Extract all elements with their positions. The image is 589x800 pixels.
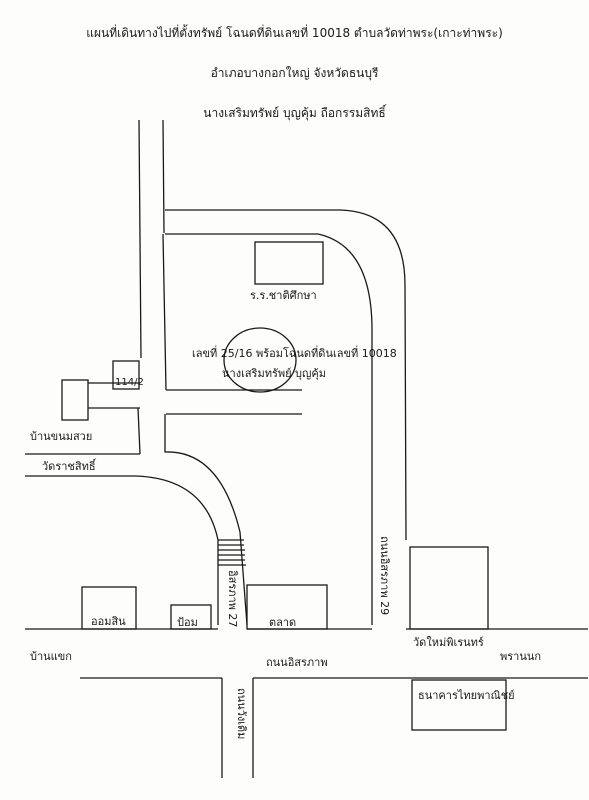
road-wangdoem-label: ถนนวังเดิม [235, 688, 248, 740]
bank-building [411, 679, 507, 731]
school-label: ร.ร.ชาติศึกษา [250, 289, 317, 302]
side-lane-drop [137, 407, 141, 455]
ban-khanom-suay-label: บ้านขนมสวย [30, 430, 93, 443]
road-isaraphap-29-label: ถนนอิสรภาพ 29 [378, 536, 391, 616]
talat-building [246, 584, 328, 630]
ban-khanom-suay-building [61, 379, 89, 421]
house-114-2 [112, 360, 140, 390]
aomsin-label: ออมสิน [91, 615, 126, 628]
map-owner: นางเสริมทรัพย์ บุญคุ้ม ถือกรรมสิทธิ์ [203, 106, 386, 120]
house-number-label: 114/2 [115, 377, 144, 388]
top-road-inner-edge [165, 233, 373, 625]
property-label-line1: เลขที่ 25/16 พร้อมโฉนดที่ดินเลขที่ 10018 [192, 347, 397, 360]
map-location: อำเภอบางกอกใหญ่ จังหวัดธนบุรี [210, 66, 379, 80]
wat-mai-phiren-building [409, 546, 489, 630]
pom-building [170, 604, 212, 630]
bridge-hatch [218, 539, 246, 566]
pran-nok-label: พรานนก [500, 650, 542, 663]
road-isaraphap-27-label: อิสรภาพ 27 [226, 570, 239, 628]
property-circle [223, 327, 297, 393]
top-road-outer-edge [165, 209, 407, 541]
school-building [254, 241, 324, 285]
ban-khaek-label: บ้านแขก [30, 650, 72, 663]
left-road-right-edge-lower [162, 233, 167, 391]
soi-27-right-edge [239, 531, 248, 626]
map-title: แผนที่เดินทางไปที่ตั้งทรัพย์ โฉนดที่ดินเ… [86, 26, 503, 40]
left-road-right-edge [162, 119, 165, 234]
wat-mai-phiren-label: วัดใหม่พิเรนทร์ [413, 636, 484, 649]
road-isaraphap-label: ถนนอิสรภาพ [266, 656, 328, 669]
soi-curve-inner [164, 414, 241, 533]
bank-label: ธนาคารไทยพาณิชย์ [418, 689, 515, 702]
left-road-left-edge [138, 119, 142, 359]
wat-ratchasit-label: วัดราชสิทธิ์ [42, 460, 96, 473]
aomsin-building [81, 586, 137, 630]
soi-curve-outer [25, 475, 219, 625]
property-label-line2: นางเสริมทรัพย์ บุญคุ้ม [222, 367, 327, 380]
pom-label: ป้อม [177, 616, 198, 629]
talat-label: ตลาด [269, 616, 297, 629]
